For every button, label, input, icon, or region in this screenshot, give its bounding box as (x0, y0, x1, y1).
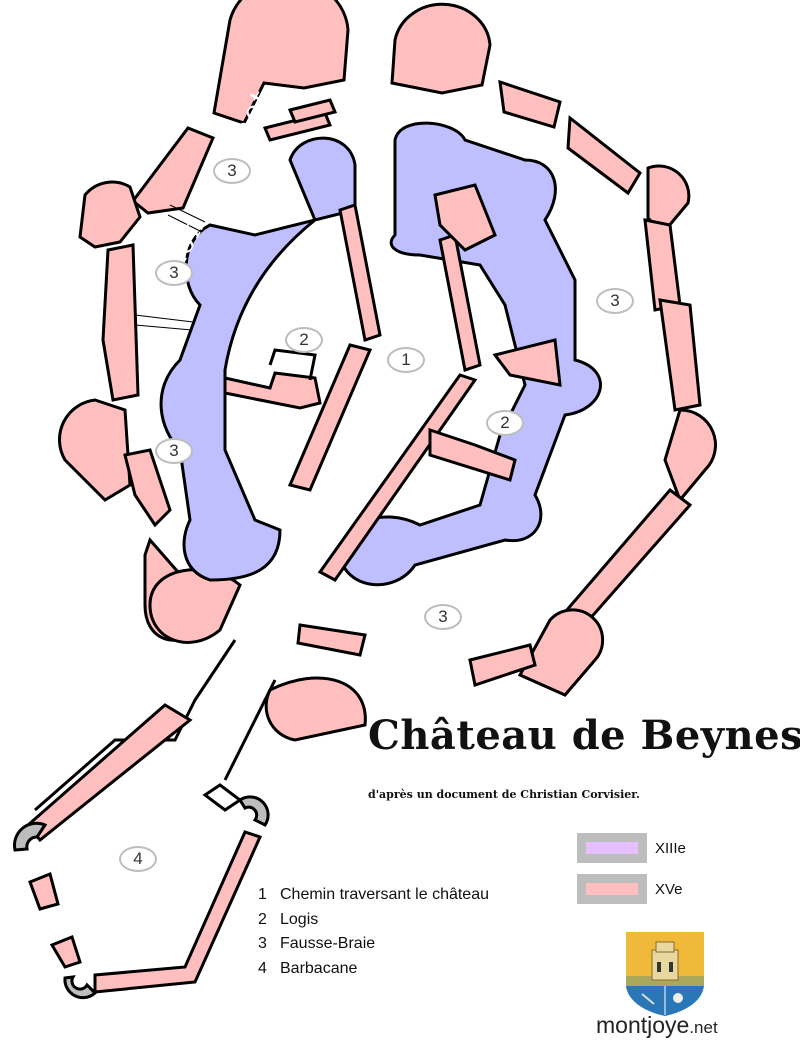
zone-label-fausse-braie: 3 (213, 158, 251, 184)
map-subtitle: d'après un document de Christian Corvisi… (368, 788, 640, 801)
legend-period-xiii: XIIIe (577, 833, 686, 863)
zone-label-logis: 2 (486, 410, 524, 436)
key-item: 3 Fausse-Braie (258, 932, 489, 957)
key-item: 2 Logis (258, 908, 489, 933)
zone-label-chemin: 1 (387, 347, 425, 373)
zone-label-fausse-braie: 3 (596, 288, 634, 314)
fausse-braie-lines (134, 98, 338, 331)
key-number: 3 (258, 935, 267, 952)
legend-key: 1 Chemin traversant le château 2 Logis 3 Fa… (258, 883, 489, 981)
key-label: Fausse-Braie (280, 935, 376, 952)
key-label: Barbacane (280, 959, 358, 977)
key-label: Chemin traversant le château (280, 886, 489, 903)
outer-wall-west (58, 0, 350, 644)
legend-swatch-xiii (577, 833, 647, 863)
key-label: Logis (280, 910, 319, 928)
zone-label-fausse-braie: 3 (424, 604, 462, 630)
inner-wall-west (159, 136, 357, 582)
logis-structures (223, 183, 562, 582)
site-brand: montjoye.net (596, 1012, 718, 1039)
zone-label-logis: 2 (285, 327, 323, 353)
coat-of-arms-icon (626, 932, 704, 1016)
key-item: 4 Barbacane (258, 957, 489, 982)
outer-wall-east (264, 2, 717, 742)
legend-swatch-xv (577, 874, 647, 904)
key-number: 2 (258, 910, 267, 928)
map-title: Château de Beynes (368, 712, 800, 759)
legend-label: XIIIe (655, 839, 686, 857)
barbacane (13, 703, 270, 1000)
legend-period-xv: XVe (577, 874, 683, 904)
zone-label-fausse-braie: 3 (155, 438, 193, 464)
zone-label-fausse-braie: 3 (155, 260, 193, 286)
key-number: 1 (258, 886, 267, 903)
key-item: 1 Chemin traversant le château (258, 883, 489, 908)
inner-wall-east (338, 121, 602, 587)
legend-label: XVe (655, 880, 683, 898)
brand-name: montjoye (596, 1012, 690, 1038)
zone-label-barbacane: 4 (119, 846, 157, 872)
key-number: 4 (258, 959, 267, 977)
brand-tld: .net (689, 1018, 718, 1037)
